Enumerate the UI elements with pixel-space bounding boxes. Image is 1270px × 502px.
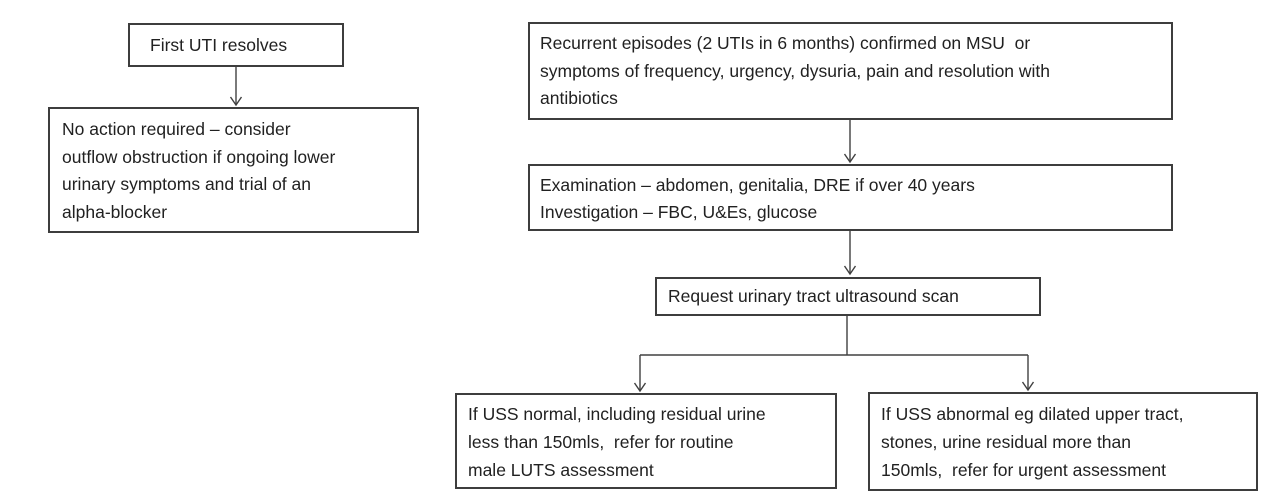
- box-text-line: less than 150mls, refer for routine: [468, 432, 734, 452]
- box-text-line: alpha-blocker: [62, 201, 168, 222]
- box-text-line: stones, urine residual more than: [881, 432, 1131, 452]
- box-no-action-required: No action required – consider outflow ob…: [48, 107, 419, 233]
- box-recurrent-episodes: Recurrent episodes (2 UTIs in 6 months) …: [528, 22, 1173, 120]
- box-text-line: No action required – consider: [62, 119, 291, 139]
- box-examination-investigation: Examination – abdomen, genitalia, DRE if…: [528, 164, 1173, 231]
- box-uss-abnormal: If USS abnormal eg dilated upper tract, …: [868, 392, 1258, 491]
- box-text-line: First UTI resolves: [150, 34, 288, 55]
- arrowhead-down-icon: [1021, 381, 1035, 392]
- arrowhead-down-icon: [229, 96, 243, 107]
- box-text-line: symptoms of frequency, urgency, dysuria,…: [540, 60, 1051, 81]
- arrowhead-down-icon: [633, 382, 647, 393]
- box-text-line: urinary symptoms and trial of an: [62, 174, 311, 194]
- box-text-line: Request urinary tract ultrasound scan: [668, 286, 959, 306]
- box-text-line: Recurrent episodes (2 UTIs in 6 months) …: [540, 33, 1031, 53]
- arrowhead-down-icon: [843, 153, 857, 164]
- box-text-line: Investigation – FBC, U&Es, glucose: [540, 202, 818, 222]
- box-text-line: antibiotics: [540, 88, 618, 108]
- box-text-line: male LUTS assessment: [468, 460, 654, 480]
- box-uss-normal: If USS normal, including residual urine …: [455, 393, 837, 489]
- arrow-first-uti-to-no-action: [229, 66, 243, 107]
- box-text-line: If USS normal, including residual urine: [468, 404, 766, 424]
- box-text-line: Examination – abdomen, genitalia, DRE if…: [540, 175, 975, 195]
- box-first-uti-resolves: First UTI resolves: [128, 23, 344, 67]
- arrow-examination-to-ultrasound: [843, 230, 857, 276]
- box-request-ultrasound: Request urinary tract ultrasound scan: [655, 277, 1041, 316]
- box-text-line: If USS abnormal eg dilated upper tract,: [881, 404, 1184, 424]
- arrowhead-down-icon: [843, 265, 857, 276]
- box-text-line: 150mls, refer for urgent assessment: [881, 460, 1166, 480]
- arrow-recurrent-to-examination: [843, 119, 857, 164]
- branch-ultrasound-to-outcomes: [633, 315, 1035, 393]
- box-text-line: outflow obstruction if ongoing lower: [62, 146, 336, 167]
